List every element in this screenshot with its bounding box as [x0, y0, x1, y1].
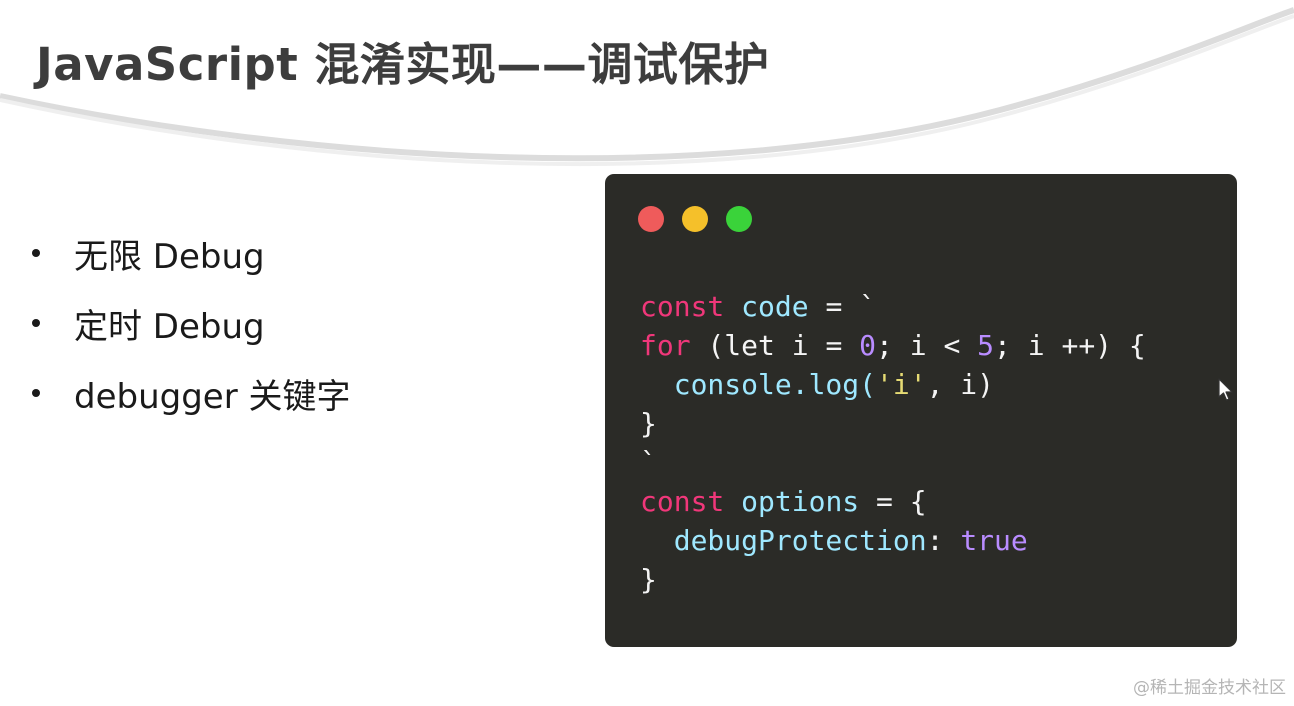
- code-line: console.log('i', i): [640, 365, 1146, 404]
- code-line: debugProtection: true: [640, 521, 1146, 560]
- bullet-item-timed-debug: 定时 Debug: [30, 288, 351, 358]
- code-token: , i): [926, 368, 995, 401]
- bullet-dot-icon: [32, 389, 40, 397]
- code-token: true: [960, 524, 1028, 557]
- code-line: }: [640, 404, 1146, 443]
- code-token: `: [640, 446, 657, 479]
- bullet-item-infinite-debug: 无限 Debug: [30, 218, 351, 288]
- code-block: const code = `for (let i = 0; i < 5; i +…: [640, 287, 1146, 599]
- bullet-dot-icon: [32, 249, 40, 257]
- code-token: const: [640, 290, 725, 323]
- code-token: for: [640, 329, 691, 362]
- code-line: for (let i = 0; i < 5; i ++) {: [640, 326, 1146, 365]
- bullet-item-debugger-keyword: debugger 关键字: [30, 358, 351, 428]
- zoom-window-icon[interactable]: [726, 206, 752, 232]
- slide-header-curve: [0, 7, 1294, 167]
- bullet-dot-icon: [32, 319, 40, 327]
- code-token: = `: [808, 290, 877, 323]
- code-token: }: [640, 563, 657, 596]
- code-token: debugProtection: [673, 524, 927, 557]
- code-token: [640, 524, 674, 557]
- code-line: }: [640, 560, 1146, 599]
- code-token: [724, 485, 741, 518]
- code-token: options: [741, 485, 860, 518]
- code-token: ; i ++) {: [994, 329, 1146, 362]
- mouse-cursor-icon: [1218, 378, 1233, 401]
- code-line: const code = `: [640, 287, 1146, 326]
- code-token: const: [640, 485, 725, 518]
- code-token: 5: [977, 329, 995, 362]
- code-token: (let i =: [690, 329, 860, 362]
- code-line: `: [640, 443, 1146, 482]
- code-token: [724, 290, 741, 323]
- slide-title: JavaScript 混淆实现——调试保护: [36, 38, 770, 91]
- bullet-list: 无限 Debug 定时 Debug debugger 关键字: [30, 218, 351, 428]
- code-token: ; i <: [876, 329, 978, 362]
- watermark: @稀土掘金技术社区: [1133, 678, 1286, 698]
- code-token: console.log(: [673, 368, 877, 401]
- bullet-text: 无限 Debug: [74, 236, 265, 277]
- code-token: [640, 368, 674, 401]
- code-window: const code = `for (let i = 0; i < 5; i +…: [605, 174, 1237, 647]
- window-controls: [638, 206, 770, 232]
- minimize-window-icon[interactable]: [682, 206, 708, 232]
- code-token: 'i': [876, 368, 927, 401]
- code-line: const options = {: [640, 482, 1146, 521]
- code-token: :: [926, 524, 961, 557]
- code-token: 0: [859, 329, 877, 362]
- code-token: }: [640, 407, 657, 440]
- bullet-text: debugger 关键字: [74, 376, 351, 417]
- code-token: code: [741, 290, 809, 323]
- close-window-icon[interactable]: [638, 206, 664, 232]
- code-token: = {: [859, 485, 927, 518]
- bullet-text: 定时 Debug: [74, 306, 265, 347]
